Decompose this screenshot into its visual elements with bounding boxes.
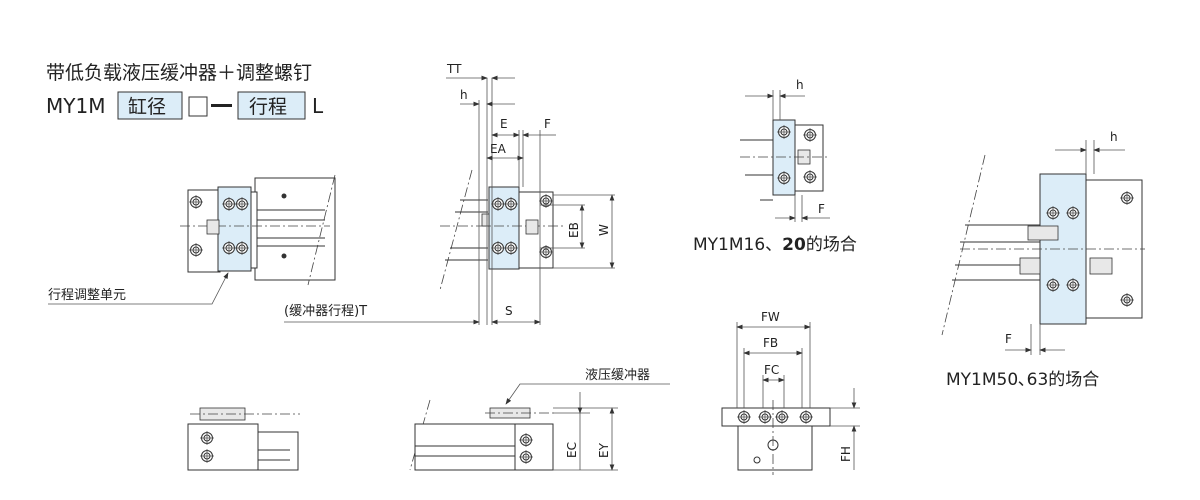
stroke-box-label: 行程 [249,96,287,118]
small-dim-h: h [796,78,804,92]
shock-absorber-stroke-label: (缓冲器行程)T [284,304,367,319]
top-view-left: 行程调整单元 [48,174,336,305]
dim-FC: FC [764,363,779,377]
large-dim-h: h [1110,130,1118,144]
stroke-box [237,91,306,120]
dim-FW: FW [761,310,780,324]
dim-TT: TT [446,62,462,76]
separator-dash [211,104,232,107]
side-view-center: 液压缓冲器 EC EY [409,368,670,471]
bore-box [117,91,183,120]
dim-W: W [597,224,611,236]
dim-EC: EC [565,442,579,458]
dim-h: h [460,88,468,102]
top-view-center: TT h E F EA EB W S (缓冲器行程)T [284,62,615,325]
model-code: MY1M 缸径 行程 L [46,91,324,120]
bore-box-label: 缸径 [128,96,166,118]
dim-EB: EB [567,222,581,238]
dim-FH: FH [839,446,853,462]
dim-F: F [544,117,551,131]
dim-E: E [500,117,508,131]
dim-S: S [505,304,513,318]
side-view-left [187,407,300,471]
end-view: FW FB FC FH [721,310,860,475]
small-size-view: h F MY1M16、20的场合 [693,78,857,255]
dim-EA: EA [490,142,507,156]
small-dim-F: F [818,202,825,216]
option-box [188,96,208,117]
model-prefix: MY1M [46,94,105,118]
dim-FB: FB [763,336,778,350]
large-dim-F: F [1005,332,1012,346]
model-suffix: L [312,94,324,118]
stroke-adjust-unit-label: 行程调整单元 [48,288,126,303]
small-size-caption: MY1M16、20的场合 [693,235,857,255]
page-title: 带低负载液压缓冲器＋调整螺钉 [46,62,312,84]
hydraulic-shock-absorber-label: 液压缓冲器 [585,368,650,383]
large-size-view: h F MY1M50､63的场合 [941,130,1145,390]
dim-EY: EY [597,442,611,458]
large-size-caption: MY1M50､63的场合 [946,370,1099,390]
